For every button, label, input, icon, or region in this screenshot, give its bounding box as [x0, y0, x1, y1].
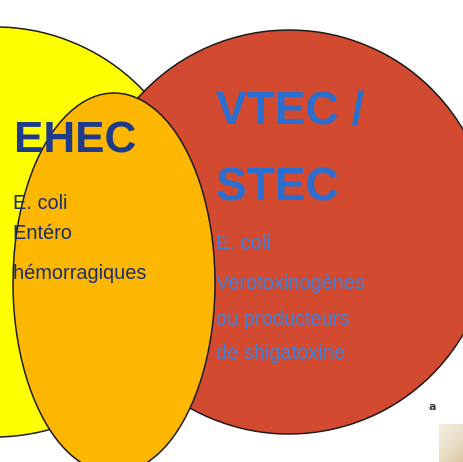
ehec-set [12, 92, 216, 462]
vtec-desc-line-1: E. coli [216, 232, 271, 254]
panel-label: a [429, 400, 437, 413]
ehec-desc-line-3: hémorragiques [13, 262, 147, 284]
ehec-desc-line-1: E. coli [13, 192, 68, 214]
panel-image-thumbnail [439, 424, 463, 462]
ehec-desc-line-2: Entéro [13, 222, 72, 244]
ehec-title: EHEC [14, 113, 137, 162]
vtec-title-line-1: VTEC / [216, 82, 365, 134]
vtec-desc-line-3: ou producteurs [216, 308, 350, 330]
vtec-desc-line-4: de shigatoxine [216, 342, 345, 364]
vtec-title-line-2: STEC [216, 158, 339, 210]
vtec-desc-line-2: Verotoxinogènes [216, 272, 366, 294]
